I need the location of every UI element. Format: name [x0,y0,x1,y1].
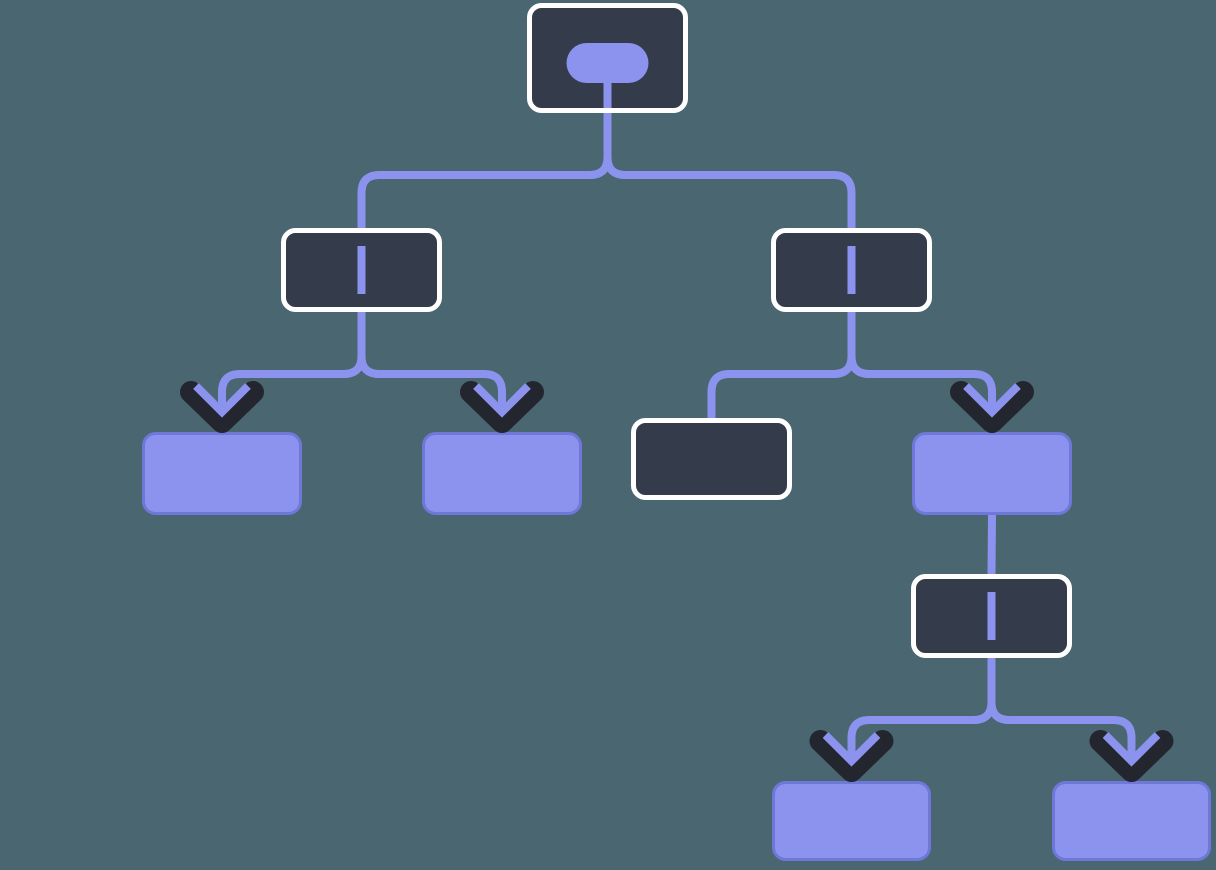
edge-layer [218,113,1136,781]
node-body [422,432,582,515]
node-body [142,432,302,515]
arrowhead-light-leaf-1 [193,383,251,418]
connector-branch-d-to-leaf-6 [987,658,1136,781]
node-body [772,781,931,861]
connector-branch-r-to-plain-3 [707,312,856,418]
node-layer [142,3,1211,861]
arrowhead-light-leaf-6 [1102,732,1161,767]
node-body [912,432,1072,515]
node-leaf-5[interactable] [772,781,931,861]
arrowhead-light-leaf-2 [473,383,531,418]
arrowhead-dark-leaf-6 [1089,730,1174,782]
connector-root-to-branch-l [357,113,612,228]
node-branch-d[interactable] [911,574,1072,658]
node-pill-badge [566,43,649,83]
arrowhead-layer [180,381,1174,782]
node-branch-l[interactable] [281,228,442,312]
node-root[interactable] [527,3,688,113]
arrowhead-dark-leaf-4 [950,381,1034,433]
arrowhead-dark-leaf-5 [809,730,894,782]
connector-branch-r-to-leaf-4 [847,312,996,432]
node-plain-3[interactable] [631,418,792,500]
node-body [1052,781,1211,861]
node-leaf-6[interactable] [1052,781,1211,861]
arrowhead-light-leaf-5 [822,732,881,767]
node-branch-r[interactable] [771,228,932,312]
connector-branch-l-to-leaf-2 [357,312,506,432]
arrowhead-dark-leaf-1 [180,381,264,433]
node-leaf-1[interactable] [142,432,302,515]
node-leaf-4[interactable] [912,432,1072,515]
connector-leaf-4-to-branch-d [987,514,996,575]
arrowhead-dark-leaf-2 [460,381,544,433]
node-body [631,418,792,500]
arrowhead-light-leaf-4 [963,383,1021,418]
connector-root-to-branch-r [603,113,856,228]
node-leaf-2[interactable] [422,432,582,515]
